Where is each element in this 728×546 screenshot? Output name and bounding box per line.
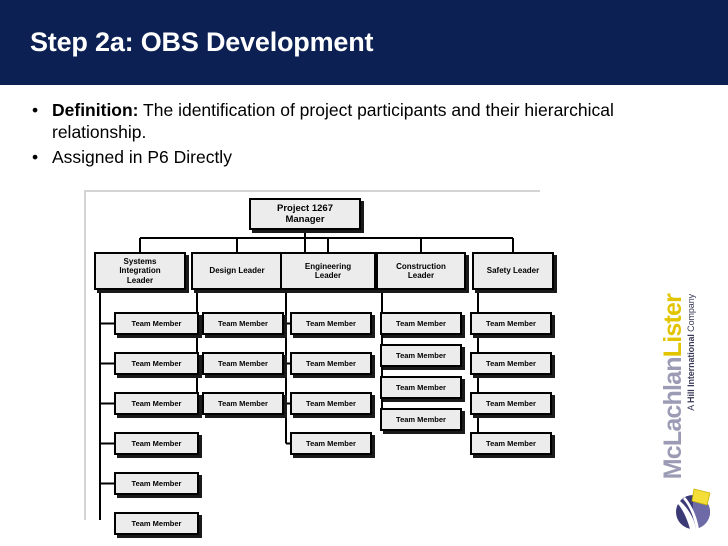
org-node-member-label: Team Member (486, 399, 536, 408)
logo-name-part2: Lister (659, 294, 687, 358)
org-chart-connectors (99, 230, 514, 520)
org-chart-frame (84, 190, 540, 520)
logo-tagline: A Hill International Company (686, 294, 697, 502)
org-node-leader-5-label: Safety Leader (486, 266, 540, 276)
bullet-body-text: The identification of project participan… (52, 100, 614, 142)
org-node-member: Team Member (114, 472, 199, 495)
org-node-member-label: Team Member (218, 319, 268, 328)
org-node-member-label: Team Member (306, 439, 356, 448)
org-node-member-label: Team Member (396, 415, 446, 424)
org-node-member: Team Member (290, 392, 372, 415)
org-node-member: Team Member (114, 512, 199, 535)
org-node-member: Team Member (202, 312, 284, 335)
org-node-member: Team Member (114, 352, 199, 375)
org-node-member-label: Team Member (131, 519, 182, 528)
logo-tagline-prefix: A (686, 402, 696, 411)
org-node-member-label: Team Member (486, 359, 536, 368)
bullet-lead-label: Definition: (52, 100, 139, 120)
org-node-member: Team Member (202, 352, 284, 375)
org-node-member-label: Team Member (396, 351, 446, 360)
org-node-member-label: Team Member (131, 399, 182, 408)
org-node-member-label: Team Member (131, 319, 182, 328)
bullet-body-text: Assigned in P6 Directly (52, 147, 232, 167)
org-node-member: Team Member (114, 432, 199, 455)
org-node-member: Team Member (470, 312, 552, 335)
org-node-leader-2-label: Design Leader (209, 266, 265, 276)
org-node-member: Team Member (470, 352, 552, 375)
bullet-item-definition: • Definition: The identification of proj… (16, 99, 656, 143)
bullet-marker-icon: • (32, 100, 39, 120)
org-node-member-label: Team Member (306, 359, 356, 368)
org-node-leader-2: Design Leader (191, 252, 283, 290)
org-node-member: Team Member (290, 352, 372, 375)
org-node-member-label: Team Member (306, 399, 356, 408)
logo-name-part1: McLachlan (659, 357, 687, 480)
org-node-member-label: Team Member (131, 479, 182, 488)
org-node-member: Team Member (290, 432, 372, 455)
org-node-member: Team Member (470, 432, 552, 455)
org-node-member: Team Member (114, 392, 199, 415)
org-node-member-label: Team Member (486, 319, 536, 328)
org-node-member-label: Team Member (486, 439, 536, 448)
org-node-member-label: Team Member (218, 359, 268, 368)
org-node-member: Team Member (380, 408, 462, 431)
org-node-member: Team Member (380, 312, 462, 335)
org-node-member-label: Team Member (218, 399, 268, 408)
org-node-member: Team Member (290, 312, 372, 335)
title-bar: Step 2a: OBS Development (0, 0, 728, 85)
org-node-leader-5: Safety Leader (472, 252, 554, 290)
sphere-logo-icon (676, 488, 711, 529)
org-node-member: Team Member (114, 312, 199, 335)
org-node-member: Team Member (470, 392, 552, 415)
logo-tagline-suffix: Company (686, 294, 696, 335)
logo-name: McLachlanLister (659, 294, 687, 502)
logo-wordmark: McLachlanLister A Hill International Com… (659, 294, 700, 502)
org-node-member-label: Team Member (396, 383, 446, 392)
org-node-member: Team Member (380, 344, 462, 367)
org-node-member-label: Team Member (306, 319, 356, 328)
bullet-marker-icon: • (32, 147, 39, 167)
logo-tagline-bold: Hill International (686, 334, 696, 403)
org-node-member-label: Team Member (131, 359, 182, 368)
page-title: Step 2a: OBS Development (30, 27, 374, 57)
org-node-member-label: Team Member (131, 439, 182, 448)
bullet-item-assigned: • Assigned in P6 Directly (16, 146, 656, 168)
org-node-member: Team Member (380, 376, 462, 399)
bullet-list: • Definition: The identification of proj… (16, 99, 656, 168)
company-logo: McLachlanLister A Hill International Com… (659, 286, 726, 544)
org-node-member-label: Team Member (396, 319, 446, 328)
org-node-member: Team Member (202, 392, 284, 415)
